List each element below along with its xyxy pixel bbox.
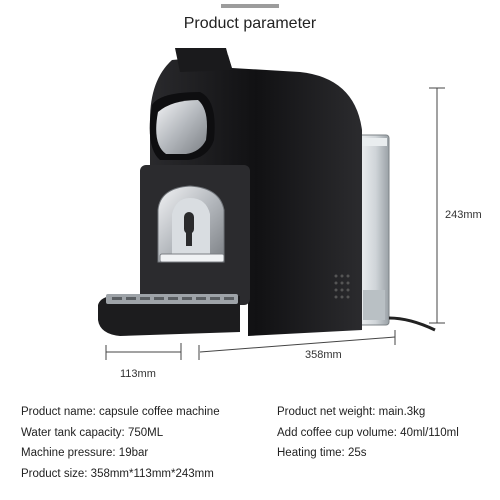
dimension-lines: [105, 87, 445, 360]
height-dimension-label: 243mm: [445, 209, 482, 221]
drip-tray: [98, 294, 240, 336]
top-accent-bar: [221, 4, 279, 8]
water-tank: [355, 134, 390, 326]
spec-pressure: Machine pressure: 19bar: [21, 447, 149, 459]
spec-product-name: Product name: capsule coffee machine: [21, 406, 220, 418]
brew-outlet: [157, 185, 225, 263]
vent-dots: [334, 274, 350, 299]
specs-left: Product name: capsule coffee machine Wat…: [21, 402, 220, 484]
spec-heating-time: Heating time: 25s: [277, 447, 367, 459]
page-title: Product parameter: [183, 15, 317, 32]
specs-right: Product net weight: main.3kg Add coffee …: [277, 402, 459, 464]
spec-water-tank: Water tank capacity: 750ML: [21, 426, 164, 439]
width-dimension-label: 113mm: [120, 368, 156, 380]
length-dimension-label: 358mm: [305, 349, 342, 361]
power-cable: [388, 316, 436, 332]
lever-head: [149, 92, 215, 160]
spec-size: Product size: 358mm*113mm*243mm: [21, 467, 214, 480]
spec-cup-volume: Add coffee cup volume: 40ml/110ml: [277, 426, 459, 439]
spec-weight: Product net weight: main.3kg: [277, 406, 426, 418]
